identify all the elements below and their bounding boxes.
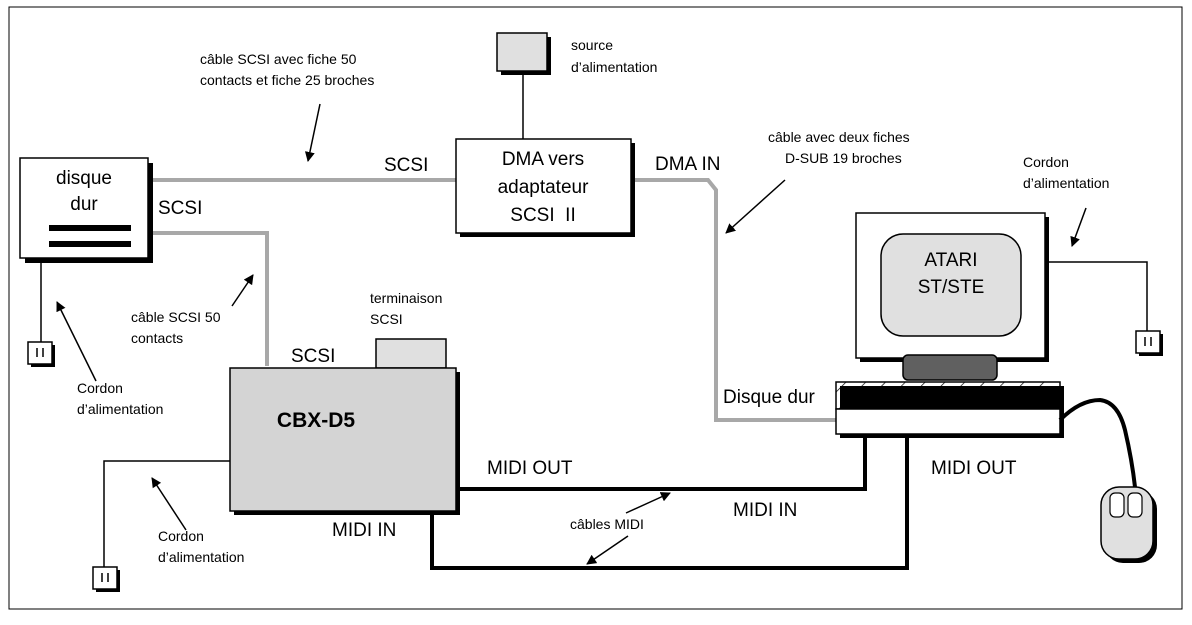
atari-monitor-stand	[902, 354, 998, 381]
power-source-box	[496, 32, 548, 72]
midi-cable-in-from-out	[430, 432, 909, 570]
scsi-terminator-box	[375, 338, 447, 369]
atari-label-line2: ST/STE	[918, 277, 985, 298]
power-cord-atari	[1045, 261, 1148, 331]
note-scsi-cable-short-line1: câble SCSI 50	[131, 309, 221, 325]
atari-label-line1: ATARI	[924, 250, 977, 271]
wall-outlet-atari	[1135, 330, 1163, 356]
note-power-cord-cbx-line2: d’alimentation	[158, 549, 244, 565]
wall-outlet-hdd-body	[27, 341, 53, 365]
note-scsi-cable-long-line2: contacts et fiche 25 broches	[200, 72, 374, 88]
arrow-power-cord-cbx	[151, 477, 187, 531]
arrow-power-cord-atari	[1070, 207, 1087, 247]
note-scsi-cable-long-line1: câble SCSI avec fiche 50	[200, 51, 357, 67]
label-midi-in-cbx: MIDI IN	[332, 520, 396, 541]
wall-outlet-atari-body	[1135, 330, 1161, 354]
wall-outlet-cbx	[92, 566, 120, 592]
note-power-cord-atari-line1: Cordon	[1023, 154, 1069, 170]
cbx-d5: CBX-D5	[229, 367, 460, 515]
mouse-button-left	[1109, 492, 1125, 518]
hard-disk-bar-1	[49, 225, 131, 231]
note-power-cord-hdd-line2: d’alimentation	[77, 401, 163, 417]
dma-adapter-label-line2: adaptateur	[498, 177, 590, 198]
power-cords	[40, 74, 1148, 567]
scsi-cables	[149, 178, 838, 422]
dma-adapter-box	[455, 138, 632, 234]
label-disque-dur-port: Disque dur	[723, 387, 816, 408]
atari-keyboard-top	[835, 381, 1061, 410]
note-power-cord-atari-line2: d’alimentation	[1023, 175, 1109, 191]
label-midi-in-atari: MIDI IN	[733, 500, 797, 521]
label-scsi-hdd-side: SCSI	[158, 198, 202, 219]
dma-cable-to-atari	[631, 178, 838, 422]
mouse-cable	[1058, 397, 1137, 488]
atari-screen	[880, 233, 1022, 337]
arrow-midi-cables-down	[586, 535, 629, 565]
wall-outlet-hdd	[27, 341, 55, 367]
arrow-dsub-cable	[725, 179, 786, 234]
scsi-cable-hdd-to-cbx	[149, 231, 269, 366]
scsi-terminator: terminaison SCSI	[370, 290, 447, 369]
note-power-cord-cbx-line1: Cordon	[158, 528, 204, 544]
cbx-d5-label: CBX-D5	[277, 409, 355, 432]
note-scsi-cable-short-line2: contacts	[131, 330, 183, 346]
power-cord-cbx	[103, 460, 230, 567]
mouse-body	[1100, 486, 1154, 560]
arrow-scsi-cable-short	[231, 274, 254, 307]
note-power-cord-hdd-line1: Cordon	[77, 380, 123, 396]
note-dsub-cable-line1: câble avec deux fiches	[768, 129, 910, 145]
mouse-button-right	[1127, 492, 1143, 518]
arrow-scsi-cable-long	[304, 103, 321, 162]
dma-adapter: DMA vers adaptateur SCSI II	[455, 138, 635, 237]
label-midi-out-atari: MIDI OUT	[931, 458, 1017, 479]
power-source-label-line2: d’alimentation	[571, 59, 657, 75]
arrow-midi-cables-up	[625, 492, 671, 514]
note-dsub-cable-line2: D-SUB 19 broches	[785, 150, 902, 166]
label-scsi-dma-side: SCSI	[384, 155, 428, 176]
cbx-d5-box	[229, 367, 457, 512]
hard-disk-bar-2	[49, 241, 131, 247]
mouse	[1058, 397, 1157, 563]
label-dma-in: DMA IN	[655, 154, 720, 175]
note-midi-cables: câbles MIDI	[570, 516, 644, 532]
midi-cables	[430, 432, 909, 570]
hard-disk-label-line1: disque	[56, 168, 112, 189]
power-source: source d’alimentation	[496, 32, 657, 75]
atari-keyboard-front	[835, 408, 1061, 435]
midi-cable-out-to-in	[456, 432, 867, 491]
scsi-terminator-label-line1: terminaison	[370, 290, 442, 306]
power-source-label-line1: source	[571, 37, 613, 53]
arrow-power-cord-hdd	[56, 301, 97, 382]
dma-adapter-label-line3: SCSI II	[510, 205, 575, 226]
label-midi-out-cbx: MIDI OUT	[487, 458, 573, 479]
label-scsi-cbx-side: SCSI	[291, 346, 335, 367]
hard-disk-label-line2: dur	[70, 194, 98, 215]
dma-adapter-label-line1: DMA vers	[502, 149, 584, 170]
scsi-terminator-label-line2: SCSI	[370, 311, 403, 327]
pointer-arrows	[56, 103, 1087, 565]
wall-outlet-cbx-body	[92, 566, 118, 590]
hard-disk: disque dur	[19, 157, 153, 263]
atari-computer: ATARI ST/STE	[835, 212, 1064, 438]
